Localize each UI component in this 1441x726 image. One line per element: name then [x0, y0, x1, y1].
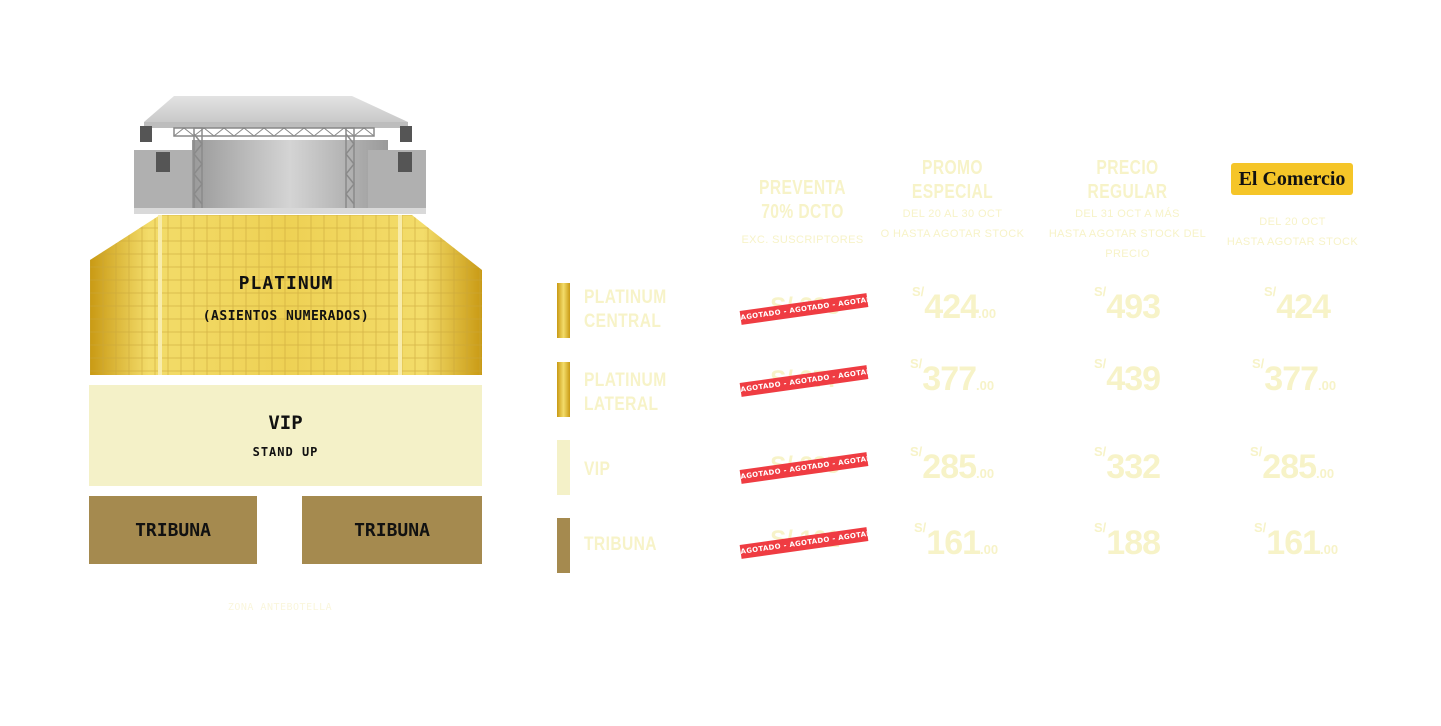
row-color-bar: [557, 362, 570, 417]
column-header-regular: PRECIO REGULAR DEL 31 OCT A MÁS HASTA AG…: [1040, 156, 1215, 264]
zone-tribuna-left[interactable]: TRIBUNA: [89, 496, 257, 564]
row-label: PLATINUM CENTRAL: [584, 286, 667, 334]
price-decimal: .00: [976, 378, 995, 393]
tribuna-left-label: TRIBUNA: [135, 520, 211, 541]
regular-price: S/188: [1094, 520, 1161, 563]
price-integer: 332: [1106, 448, 1161, 486]
column-title-line1: PROMO: [922, 157, 983, 179]
price-integer: 161: [926, 524, 981, 562]
vip-sublabel: STAND UP: [252, 445, 319, 459]
currency-symbol: S/: [910, 356, 923, 371]
stage-illustration: [134, 96, 426, 214]
row-label: VIP: [584, 458, 610, 482]
price-integer: 161: [1266, 524, 1321, 562]
el-comercio-logo: El Comercio: [1231, 163, 1353, 195]
row-color-bar: [557, 518, 570, 573]
price-integer: 439: [1106, 360, 1161, 398]
currency-symbol: S/: [1264, 284, 1277, 299]
promo-price: S/377.00: [910, 356, 995, 399]
row-label-line2: CENTRAL: [584, 311, 662, 332]
regular-price: S/439: [1094, 356, 1161, 399]
price-integer: 424: [1276, 288, 1331, 326]
zone-platinum[interactable]: PLATINUM (ASIENTOS NUMERADOS): [90, 215, 482, 375]
currency-symbol: S/: [1250, 444, 1263, 459]
price-decimal: .00: [980, 542, 999, 557]
platinum-sublabel: (ASIENTOS NUMERADOS): [202, 309, 370, 324]
price-integer: 377: [922, 360, 977, 398]
column-sub-line1: DEL 20 OCT: [1259, 216, 1326, 228]
column-header-promo: PROMO ESPECIAL DEL 20 AL 30 OCT O HASTA …: [880, 156, 1025, 244]
currency-symbol: S/: [910, 444, 923, 459]
platinum-grid-graphic: [90, 215, 482, 375]
column-sub-line2: HASTA AGOTAR STOCK: [1226, 236, 1359, 248]
member-price: S/377.00: [1252, 356, 1337, 399]
currency-symbol: S/: [1094, 356, 1107, 371]
price-decimal: .00: [976, 466, 995, 481]
price-integer: 493: [1106, 288, 1161, 326]
promo-price: S/161.00: [914, 520, 999, 563]
vip-label: VIP: [268, 412, 303, 434]
row-color-bar: [557, 440, 570, 495]
column-title-line1: PREVENTA: [759, 177, 846, 199]
price-integer: 285: [922, 448, 977, 486]
price-decimal: .00: [1318, 378, 1337, 393]
regular-price: S/493: [1094, 284, 1161, 327]
zone-tribuna-right[interactable]: TRIBUNA: [302, 496, 482, 564]
column-sub-line2: HASTA AGOTAR STOCK DEL PRECIO: [1048, 228, 1207, 260]
column-sub-line2: EXC. SUSCRIPTORES: [741, 234, 864, 246]
row-label-line1: TRIBUNA: [584, 534, 657, 555]
regular-price: S/332: [1094, 444, 1161, 487]
row-label-line1: PLATINUM: [584, 287, 667, 308]
member-price: S/285.00: [1250, 444, 1335, 487]
promo-price: S/285.00: [910, 444, 995, 487]
price-decimal: .00: [1316, 466, 1335, 481]
currency-symbol: S/: [1254, 520, 1267, 535]
currency-symbol: S/: [1094, 444, 1107, 459]
column-sub-line1: DEL 31 OCT A MÁS: [1075, 208, 1180, 220]
column-title-line2: 70% DCTO: [761, 201, 844, 223]
row-label-line1: PLATINUM: [584, 370, 667, 391]
currency-symbol: S/: [1094, 284, 1107, 299]
currency-symbol: S/: [914, 520, 927, 535]
price-integer: 188: [1106, 524, 1161, 562]
member-price: S/161.00: [1254, 520, 1339, 563]
price-decimal: .00: [978, 306, 997, 321]
map-footnote: ZONA ANTEBOTELLA: [227, 602, 333, 613]
price-decimal: .00: [1320, 542, 1339, 557]
column-title-line2: REGULAR: [1087, 181, 1168, 203]
promo-price: S/424.00: [912, 284, 997, 327]
column-sub-line2: O HASTA AGOTAR STOCK: [880, 228, 1025, 240]
row-label-line1: VIP: [584, 459, 611, 480]
currency-symbol: S/: [1094, 520, 1107, 535]
price-integer: 377: [1264, 360, 1319, 398]
column-sub-line1: DEL 20 AL 30 OCT: [902, 208, 1003, 220]
platinum-label: PLATINUM: [238, 273, 334, 294]
row-label: PLATINUM LATERAL: [584, 369, 667, 417]
column-header-member: DEL 20 OCT HASTA AGOTAR STOCK: [1220, 212, 1365, 252]
column-title-line1: PRECIO: [1096, 157, 1159, 179]
zone-vip[interactable]: VIP STAND UP: [89, 385, 482, 486]
column-title-line2: ESPECIAL: [911, 181, 994, 203]
row-color-bar: [557, 283, 570, 338]
row-label: TRIBUNA: [584, 533, 657, 557]
tribuna-right-label: TRIBUNA: [354, 520, 430, 541]
price-integer: 285: [1262, 448, 1317, 486]
currency-symbol: S/: [1252, 356, 1265, 371]
currency-symbol: S/: [912, 284, 925, 299]
column-header-presale: PREVENTA 70% DCTO EXC. SUSCRIPTORES: [730, 176, 875, 250]
member-price: S/424: [1264, 284, 1331, 327]
row-label-line2: LATERAL: [584, 394, 659, 415]
price-integer: 424: [924, 288, 979, 326]
